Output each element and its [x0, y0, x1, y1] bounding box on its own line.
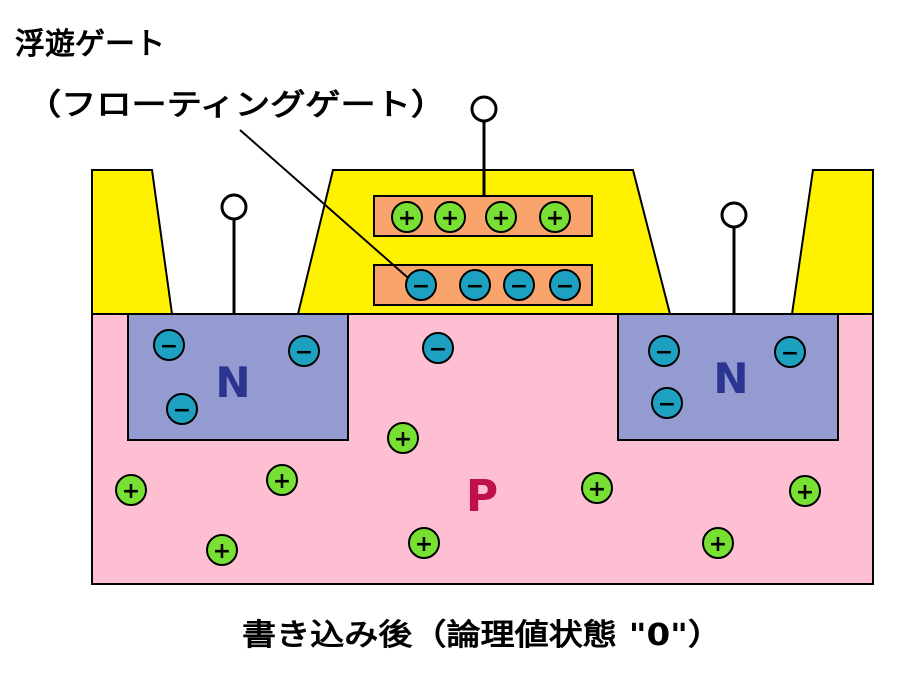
- oxide-left: [91, 169, 174, 315]
- negative-charge: −: [503, 269, 535, 301]
- gate-terminal: [470, 95, 498, 196]
- n-region-left: [127, 313, 349, 441]
- negative-charge: −: [651, 387, 683, 419]
- drain-terminal: [720, 201, 748, 314]
- positive-charge: +: [206, 534, 238, 566]
- source-terminal: [220, 193, 248, 314]
- svg-text:−: −: [466, 274, 484, 299]
- svg-text:+: +: [709, 532, 727, 557]
- svg-text:−: −: [655, 340, 673, 365]
- svg-text:−: −: [510, 274, 528, 299]
- svg-text:−: −: [429, 337, 447, 362]
- negative-charge: −: [648, 335, 680, 367]
- positive-charge: +: [115, 474, 147, 506]
- svg-text:+: +: [213, 539, 231, 564]
- diagram-caption: 書き込み後（論理値状態 "0"）: [242, 618, 722, 653]
- svg-text:−: −: [412, 274, 430, 299]
- svg-text:+: +: [398, 206, 416, 231]
- positive-charge: +: [408, 527, 440, 559]
- positive-charge: +: [789, 475, 821, 507]
- floating-gate-leader-line: [239, 129, 416, 285]
- positive-charge: +: [266, 464, 298, 496]
- n-region-right: [617, 313, 839, 441]
- positive-charge: +: [391, 201, 423, 233]
- svg-text:+: +: [122, 479, 140, 504]
- svg-text:+: +: [588, 477, 606, 502]
- floating-gate-title: 浮遊ゲート: [15, 27, 165, 62]
- svg-text:−: −: [173, 398, 191, 423]
- p-substrate-label: P: [466, 471, 498, 522]
- negative-charge: −: [288, 335, 320, 367]
- svg-text:−: −: [556, 274, 574, 299]
- svg-text:+: +: [273, 469, 291, 494]
- svg-text:−: −: [295, 340, 313, 365]
- negative-charge: −: [459, 269, 491, 301]
- n-region-right-label: N: [713, 354, 748, 403]
- positive-charge: +: [581, 472, 613, 504]
- positive-charge: +: [539, 201, 571, 233]
- negative-charge: −: [153, 329, 185, 361]
- svg-text:−: −: [160, 334, 178, 359]
- n-region-left-label: N: [215, 358, 250, 407]
- svg-text:−: −: [658, 392, 676, 417]
- positive-charge: +: [434, 201, 466, 233]
- floating-gate-reading: （フローティングゲート）: [26, 88, 446, 123]
- negative-charge: −: [405, 269, 437, 301]
- negative-charge: −: [166, 393, 198, 425]
- negative-charge: −: [549, 269, 581, 301]
- svg-text:−: −: [781, 341, 799, 366]
- negative-charge: −: [422, 332, 454, 364]
- svg-text:+: +: [394, 427, 412, 452]
- positive-charge: +: [387, 422, 419, 454]
- positive-charge: +: [485, 201, 517, 233]
- svg-text:+: +: [492, 206, 510, 231]
- negative-charge: −: [774, 336, 806, 368]
- svg-text:+: +: [796, 480, 814, 505]
- svg-text:+: +: [441, 206, 459, 231]
- svg-text:+: +: [546, 206, 564, 231]
- positive-charge: +: [702, 527, 734, 559]
- oxide-right: [790, 169, 874, 315]
- svg-text:+: +: [415, 532, 433, 557]
